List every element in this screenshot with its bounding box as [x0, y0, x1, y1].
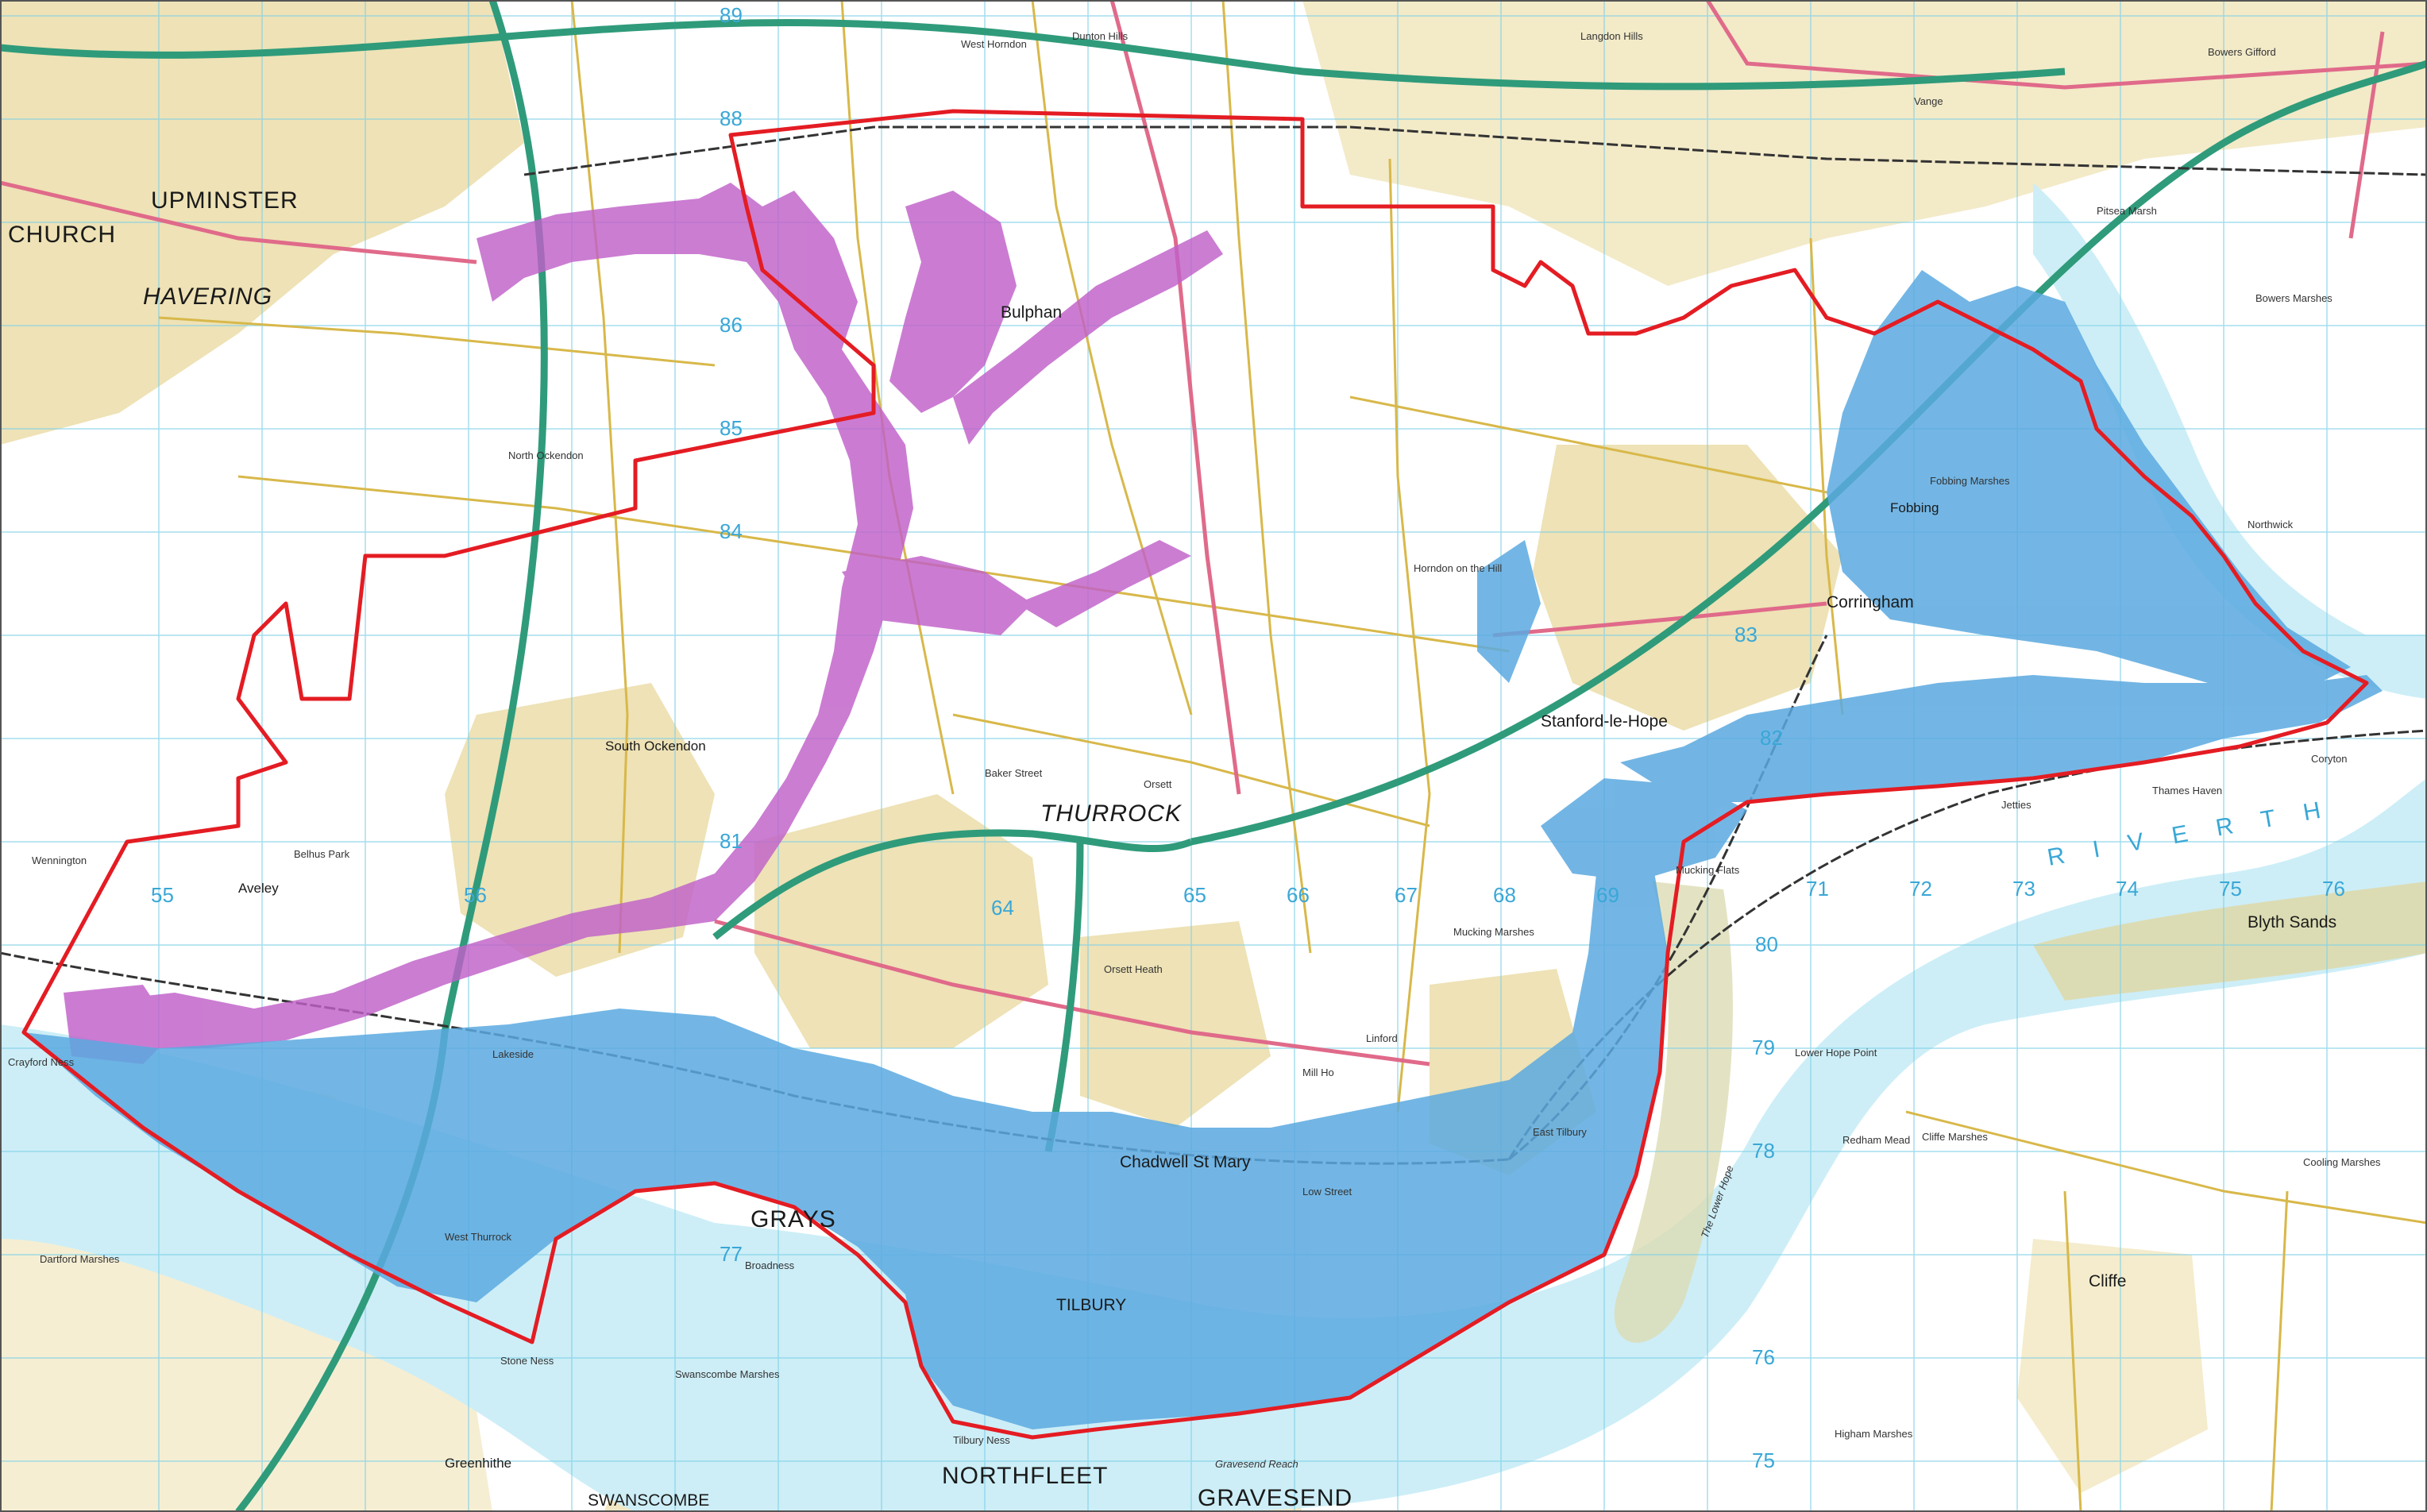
label-havering: HAVERING [143, 284, 272, 310]
label-belhus-park: Belhus Park [294, 848, 350, 860]
minor-roads [158, 0, 2427, 1512]
grid-easting: 67 [1395, 883, 1418, 907]
grid-northing: 82 [1760, 726, 1783, 750]
label-grays: GRAYS [750, 1206, 836, 1232]
grid-easting: 64 [991, 896, 1014, 920]
label-northwick: Northwick [2248, 519, 2294, 530]
label-chadwell-st-mary: Chadwell St Mary [1120, 1153, 1251, 1171]
label-blyth-sands: Blyth Sands [2248, 913, 2336, 932]
blyth-sands-mudflat [2033, 881, 2427, 1001]
label-low-street: Low Street [1302, 1186, 1352, 1198]
grid-northing: 81 [720, 829, 743, 853]
label-mill-ho: Mill Ho [1302, 1066, 1334, 1078]
grid-easting: 68 [1493, 883, 1516, 907]
grid-easting: 71 [1806, 877, 1829, 901]
label-fobbing-marshes: Fobbing Marshes [1930, 475, 2010, 487]
label-east-tilbury: East Tilbury [1533, 1126, 1587, 1138]
label-dunton-hills: Dunton Hills [1072, 30, 1129, 42]
label-swanscombe-marshes: Swanscombe Marshes [675, 1368, 780, 1380]
river-thames [0, 778, 2427, 1512]
label-fobbing: Fobbing [1890, 500, 1939, 515]
grid-easting: 75 [2219, 877, 2242, 901]
label-jetties: Jetties [2001, 799, 2032, 811]
label-west-horndon: West Horndon [961, 38, 1027, 50]
label-tilbury-ness: Tilbury Ness [953, 1434, 1010, 1446]
label-horndon-on-the-hill: Horndon on the Hill [1414, 562, 1502, 574]
grid-northing: 88 [720, 106, 743, 130]
label-corringham: Corringham [1827, 593, 1914, 611]
label-church: CHURCH [8, 222, 116, 248]
grid-easting: 69 [1596, 883, 1619, 907]
label-thurrock: THURROCK [1040, 800, 1183, 827]
grid-northing: 89 [720, 3, 743, 27]
label-stanford-le-hope: Stanford-le-Hope [1541, 712, 1668, 731]
grid-easting: 74 [2116, 877, 2139, 901]
label-wennington: Wennington [32, 854, 87, 866]
label-thames-haven: Thames Haven [2152, 785, 2222, 796]
label-bowers-gifford: Bowers Gifford [2208, 46, 2276, 58]
label-lakeside: Lakeside [492, 1048, 534, 1060]
label-linford: Linford [1366, 1032, 1398, 1044]
label-cliffe: Cliffe [2089, 1272, 2126, 1290]
grid-northing: 76 [1752, 1345, 1775, 1369]
label-swanscombe: SWANSCOMBE [588, 1491, 709, 1510]
label-langdon-hills: Langdon Hills [1580, 30, 1643, 42]
grid-northing: 84 [720, 519, 743, 543]
grid-easting: 66 [1287, 883, 1310, 907]
grid-easting: 76 [2322, 877, 2345, 901]
grid-northing: 77 [720, 1242, 743, 1266]
label-north-ockendon: North Ockendon [508, 449, 584, 461]
grid-northing: 86 [720, 313, 743, 337]
label-dartford-marshes: Dartford Marshes [40, 1253, 120, 1265]
label-aveley: Aveley [238, 881, 279, 896]
label-tilbury: TILBURY [1056, 1296, 1126, 1314]
grid-easting: 72 [1909, 877, 1932, 901]
grid-easting: 73 [2012, 877, 2035, 901]
label-broadness: Broadness [745, 1259, 795, 1271]
label-upminster: UPMINSTER [151, 187, 299, 214]
label-redham-mead: Redham Mead [1842, 1134, 1910, 1146]
grid-easting: 65 [1183, 883, 1206, 907]
grid-northing: 80 [1755, 932, 1778, 956]
label-mucking-marshes: Mucking Marshes [1453, 926, 1534, 938]
mucking-flats [1614, 881, 1733, 1343]
grid-northing: 78 [1752, 1139, 1775, 1163]
label-higham-marshes: Higham Marshes [1835, 1428, 1913, 1440]
label-west-thurrock: West Thurrock [445, 1231, 512, 1243]
label-cliffe-marshes: Cliffe Marshes [1922, 1131, 1988, 1143]
grid-northing: 83 [1734, 623, 1758, 646]
label-vange: Vange [1914, 95, 1943, 107]
label-coryton: Coryton [2311, 753, 2348, 765]
label-lower-hope-point: Lower Hope Point [1795, 1047, 1877, 1059]
label-gravesend-reach: Gravesend Reach [1215, 1458, 1298, 1470]
label-south-ockendon: South Ockendon [605, 739, 706, 754]
label-orsett-heath: Orsett Heath [1104, 963, 1163, 975]
label-stone-ness: Stone Ness [500, 1355, 554, 1367]
label-greenhithe: Greenhithe [445, 1456, 511, 1471]
grid-northing: 85 [720, 416, 743, 440]
label-baker-street: Baker Street [985, 767, 1043, 779]
label-northfleet: NORTHFLEET [942, 1463, 1108, 1489]
label-mucking-flats: Mucking Flats [1676, 864, 1740, 876]
label-pitsea-marsh: Pitsea Marsh [2097, 205, 2157, 217]
label-bowers-marshes: Bowers Marshes [2255, 292, 2332, 304]
grid-easting: 55 [151, 883, 174, 907]
grid-northing: 79 [1752, 1036, 1775, 1059]
grid-northing: 75 [1752, 1448, 1775, 1472]
flood-zone-blue [24, 270, 2383, 1429]
thurrock-boundary[interactable] [21, 109, 2369, 1440]
label-bulphan: Bulphan [1001, 303, 1062, 322]
label-crayford-ness: Crayford Ness [8, 1056, 75, 1068]
grid-easting: 56 [464, 883, 487, 907]
label-orsett: Orsett [1144, 778, 1172, 790]
label-cooling-marshes: Cooling Marshes [2303, 1156, 2381, 1168]
label-gravesend: GRAVESEND [1198, 1485, 1352, 1511]
